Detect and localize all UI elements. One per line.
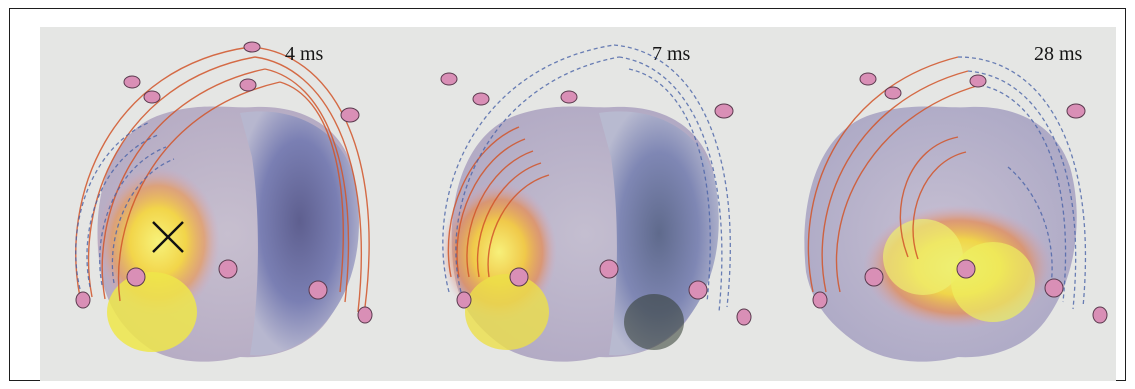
electrode-disc-icon — [358, 307, 372, 323]
electrode-disc-icon — [561, 91, 577, 103]
electrode-disc-icon — [1067, 104, 1085, 118]
electrode-disc-icon — [244, 42, 260, 52]
electrode-disc-icon — [1045, 279, 1063, 297]
brain-map-28ms — [758, 27, 1116, 381]
electrode-disc-icon — [885, 87, 901, 99]
electrode-disc-icon — [737, 309, 751, 325]
electrode-disc-icon — [970, 75, 986, 87]
electrode-disc-icon — [860, 73, 876, 85]
electrode-disc-icon — [341, 108, 359, 122]
electrode-disc-icon — [124, 76, 140, 88]
panel-28ms: 28 ms — [758, 27, 1116, 381]
time-label: 28 ms — [1034, 44, 1082, 64]
electrode-disc-icon — [144, 91, 160, 103]
panel-7ms: 7 ms — [399, 27, 758, 381]
electrode-disc-icon — [600, 260, 618, 278]
electrode-disc-icon — [1093, 307, 1107, 323]
electrode-disc-icon — [813, 292, 827, 308]
electrode-disc-icon — [240, 79, 256, 91]
time-label: 4 ms — [285, 44, 323, 64]
electrode-disc-icon — [473, 93, 489, 105]
electrode-disc-icon — [309, 281, 327, 299]
electrode-disc-icon — [457, 292, 471, 308]
panel-4ms: 4 ms — [40, 27, 399, 381]
electrode-disc-icon — [219, 260, 237, 278]
electrode-disc-icon — [957, 260, 975, 278]
figure-frame: 4 ms — [9, 8, 1126, 381]
figure-canvas: 4 ms — [40, 27, 1116, 381]
electrode-disc-icon — [715, 104, 733, 118]
electrode-disc-icon — [510, 268, 528, 286]
brain-map-7ms — [399, 27, 758, 381]
electrode-disc-icon — [441, 73, 457, 85]
electrode-disc-icon — [127, 268, 145, 286]
electrode-disc-icon — [689, 281, 707, 299]
electrode-disc-icon — [865, 268, 883, 286]
brain-map-4ms — [40, 27, 399, 381]
electrode-disc-icon — [76, 292, 90, 308]
time-label: 7 ms — [652, 44, 690, 64]
